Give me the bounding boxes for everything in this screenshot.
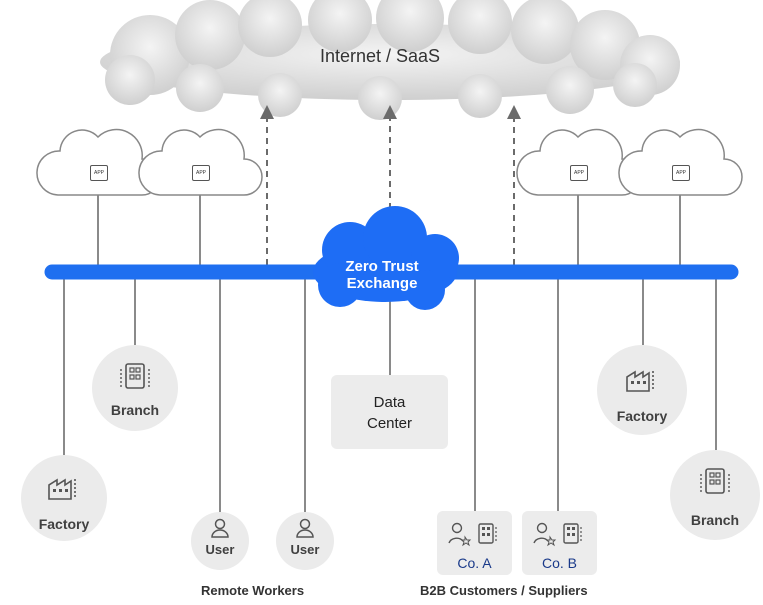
app-icon: APP [570, 165, 588, 181]
internet-label: Internet / SaaS [319, 46, 441, 66]
internet-arrows [260, 105, 521, 265]
remote-workers-caption: Remote Workers [201, 583, 305, 598]
factory-node-right[interactable]: Factory [597, 345, 687, 435]
branch-node-right[interactable]: Branch [670, 450, 760, 540]
building-icon [700, 468, 730, 494]
company-a-node[interactable]: Co. A [437, 511, 512, 575]
internet-cloud [100, 0, 680, 120]
app-cloud-4 [618, 128, 743, 196]
app-icon: APP [672, 165, 690, 181]
zero-trust-exchange-label: Zero Trust Exchange [322, 258, 442, 292]
branch-node-left[interactable]: Branch [92, 345, 178, 431]
app-cloud-2 [138, 128, 263, 196]
zero-trust-exchange-cloud [313, 206, 459, 310]
factory-icon [48, 478, 76, 500]
user-node-2[interactable]: User [276, 512, 334, 570]
zte-line1: Zero Trust [345, 258, 419, 275]
user-label: User [290, 542, 320, 557]
partner-icon [448, 522, 497, 547]
app-connectors [97, 195, 681, 270]
branch-label: Branch [110, 402, 160, 418]
data-center-line1: Data [373, 394, 406, 411]
partner-icon [533, 522, 582, 547]
branch-label: Branch [690, 512, 740, 528]
data-center-node[interactable]: Data Center [331, 375, 448, 449]
building-icon [120, 363, 150, 389]
data-center-line2: Center [366, 415, 413, 432]
factory-node-left[interactable]: Factory [21, 455, 107, 541]
b2b-caption: B2B Customers / Suppliers [420, 583, 588, 598]
factory-label: Factory [616, 408, 668, 424]
company-b-node[interactable]: Co. B [522, 511, 597, 575]
user-icon [296, 518, 314, 538]
factory-label: Factory [38, 516, 90, 532]
factory-icon [626, 370, 654, 392]
user-icon [211, 518, 229, 538]
app-icon: APP [192, 165, 210, 181]
site-connectors [63, 272, 717, 512]
company-a-label: Co. A [457, 555, 492, 571]
user-node-1[interactable]: User [191, 512, 249, 570]
company-b-label: Co. B [541, 555, 577, 571]
user-label: User [205, 542, 235, 557]
zte-line2: Exchange [346, 275, 418, 292]
app-icon: APP [90, 165, 108, 181]
app-cloud-shapes [36, 128, 743, 196]
